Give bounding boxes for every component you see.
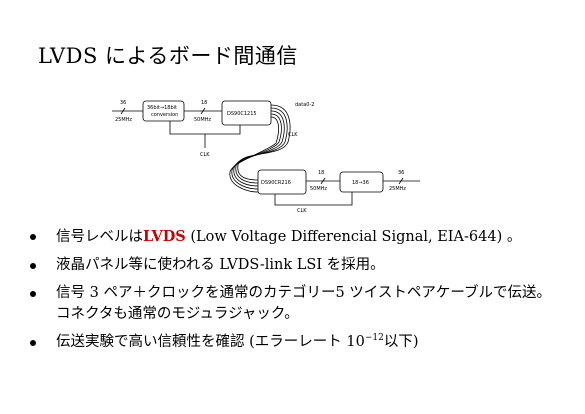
bullet-1-pre: 信号レベルは <box>56 229 143 245</box>
top-clk-right: CLK <box>288 132 298 138</box>
bottom-clk: CLK <box>297 208 307 214</box>
serializer-label: DS90C1215 <box>227 111 257 117</box>
bullet-dot <box>30 234 36 240</box>
bottom-mid-rate: 50MHz <box>310 186 327 192</box>
deserializer-label: DS90CR216 <box>261 180 291 186</box>
top-input-tick <box>120 107 126 115</box>
top-mid-tick <box>200 107 206 115</box>
top-in-bus: 36 <box>120 100 126 106</box>
conv-line2: conversion <box>151 112 178 118</box>
bullet-4-exponent: −12 <box>364 333 384 344</box>
bottom-conv-label: 18→36 <box>352 180 369 186</box>
top-in-rate: 25MHz <box>115 117 132 123</box>
bullet-1-highlight: LVDS <box>143 228 186 245</box>
deserializer-box <box>257 169 307 195</box>
bullet-item: 信号レベルはLVDS (Low Voltage Differencial Sig… <box>30 226 560 248</box>
bullet-item: 信号 3 ペア＋クロックを通常のカテゴリー5 ツイストペアケーブルで伝送。コネク… <box>30 283 560 325</box>
bullet-dot <box>30 340 36 346</box>
bullet-item: 液晶パネル等に使われる LVDS-link LSI を採用。 <box>30 255 560 276</box>
bottom-clk-loop <box>274 192 353 206</box>
bullet-2-text: 液晶パネル等に使われる LVDS-link LSI を採用。 <box>56 257 385 273</box>
bullet-3-text: 信号 3 ペア＋クロックを通常のカテゴリー5 ツイストペアケーブルで伝送。コネク… <box>56 285 551 322</box>
bullet-1-post: (Low Voltage Differencial Signal, EIA-64… <box>185 229 522 245</box>
data-label: data0-2 <box>295 102 314 108</box>
conv-line1: 36bit→18bit <box>147 105 177 111</box>
top-clk-bottom: CLK <box>200 152 210 158</box>
cable-bundle-5 <box>229 116 279 193</box>
serializer-box <box>221 100 272 126</box>
bullet-4-pre: 伝送実験で高い信頼性を確認 (エラーレート 10 <box>56 334 365 350</box>
bullet-dot <box>30 263 36 269</box>
top-mid-bus: 18 <box>201 100 207 106</box>
bullet-item: 伝送実験で高い信頼性を確認 (エラーレート 10−12以下) <box>30 332 560 353</box>
bullet-dot <box>30 291 36 297</box>
bottom-mid-bus: 18 <box>318 170 324 176</box>
converter-box <box>142 100 185 122</box>
bullet-list: 信号レベルはLVDS (Low Voltage Differencial Sig… <box>30 226 560 360</box>
bottom-mid-tick <box>320 177 326 185</box>
bottom-out-rate: 25MHz <box>389 186 406 192</box>
slide-title: LVDS によるボード間通信 <box>38 44 298 68</box>
bottom-converter-box <box>339 171 384 193</box>
bullet-4-post: 以下) <box>383 334 419 350</box>
bottom-output-tick <box>398 177 404 185</box>
bottom-out-bus: 36 <box>398 170 404 176</box>
top-mid-rate: 50MHz <box>194 117 211 123</box>
cable-bundle-4 <box>231 113 282 190</box>
